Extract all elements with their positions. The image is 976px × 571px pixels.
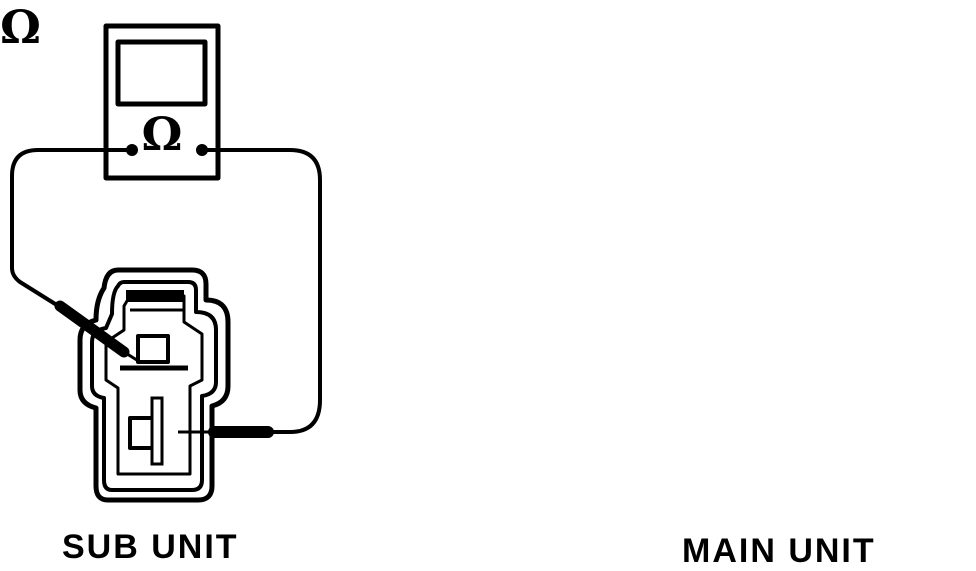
sub-unit-probe-left	[54, 300, 130, 358]
main-unit-label: MAIN UNIT	[682, 532, 876, 570]
main-unit-ohm-symbol: Ω	[0, 0, 41, 54]
main-unit-ohmmeter: Ω	[0, 0, 41, 54]
sub-unit-label: SUB UNIT	[62, 528, 239, 566]
sub-unit-connector	[77, 267, 231, 503]
main-unit-assembly: Ω	[0, 0, 41, 54]
sub-unit-ohm-symbol: Ω	[142, 107, 183, 161]
sub-unit-ohmmeter: Ω	[103, 23, 221, 181]
sub-unit-terminal-upper	[136, 334, 170, 364]
sub-unit-test-leads	[10, 148, 322, 438]
sub-unit-assembly: Ω	[10, 23, 322, 503]
sub-unit-terminal-lower-blade	[150, 396, 164, 466]
sub-unit-lock-tab	[126, 290, 184, 302]
